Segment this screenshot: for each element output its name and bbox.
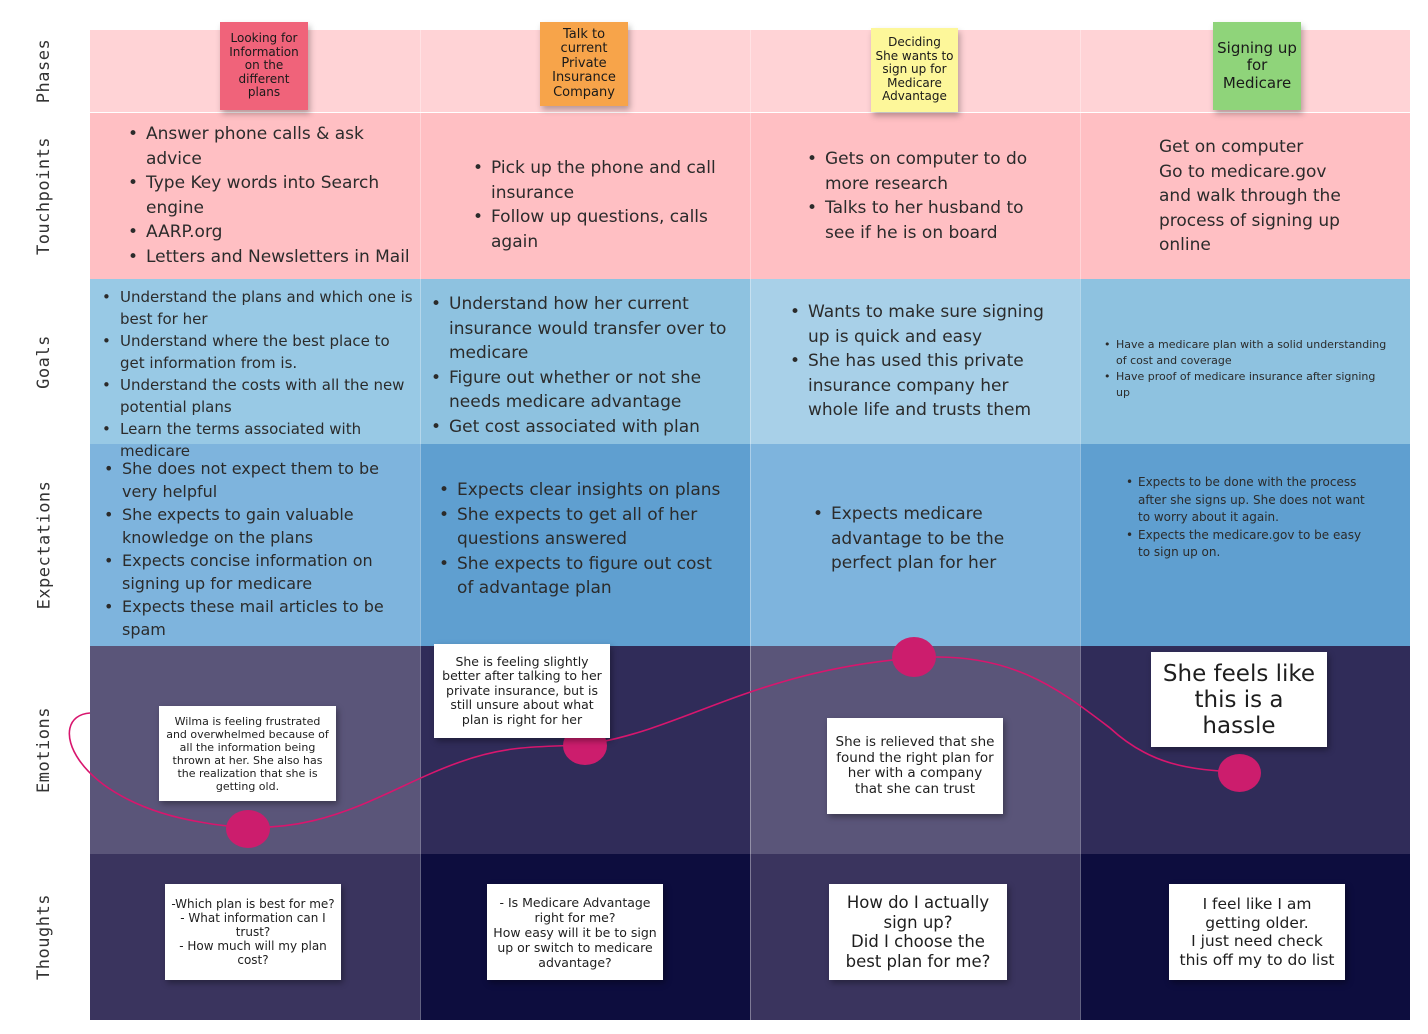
touchpoints-list-3: Gets on computer to do more research Tal… bbox=[803, 147, 1043, 245]
touchpoints-list-1: Answer phone calls & ask advice Type Key… bbox=[124, 122, 414, 269]
list-item: Get cost associated with plan bbox=[427, 415, 745, 440]
list-item: She expects to gain valuable knowledge o… bbox=[100, 503, 412, 549]
column-divider bbox=[420, 30, 421, 1020]
phase-label: Deciding She wants to sign up for Medica… bbox=[875, 35, 954, 104]
phase-label: Signing up for Medicare bbox=[1217, 38, 1297, 92]
phase-label: Talk to current Private Insurance Compan… bbox=[552, 26, 616, 100]
note-text: I feel like I am getting older. I just n… bbox=[1179, 895, 1335, 969]
thought-note-1[interactable]: -Which plan is best for me? - What infor… bbox=[165, 884, 341, 980]
expect-list-2: Expects clear insights on plans She expe… bbox=[435, 478, 725, 601]
list-item: Understand where the best place to get i… bbox=[98, 330, 418, 374]
list-item: Follow up questions, calls again bbox=[469, 205, 739, 254]
thought-note-3[interactable]: How do I actually sign up? Did I choose … bbox=[829, 884, 1007, 980]
list-item: Figure out whether or not she needs medi… bbox=[427, 366, 745, 415]
list-item: Have a medicare plan with a solid unders… bbox=[1102, 337, 1392, 369]
goals-list-1: Understand the plans and which one is be… bbox=[98, 286, 418, 462]
list-item: She does not expect them to be very help… bbox=[100, 457, 412, 503]
list-item: Expects the medicare.gov to be easy to s… bbox=[1124, 527, 1374, 562]
list-item: Pick up the phone and call insurance bbox=[469, 156, 739, 205]
row-label-emotions: Emotions bbox=[33, 707, 54, 793]
touchpoints-text-4: Get on computer Go to medicare.gov and w… bbox=[1159, 137, 1341, 255]
phase-sticky-4[interactable]: Signing up for Medicare bbox=[1213, 22, 1301, 110]
list-item: Understand how her current insurance wou… bbox=[427, 292, 745, 366]
row-label-goals: Goals bbox=[34, 334, 54, 389]
emotion-note-4[interactable]: She feels like this is a hassle bbox=[1151, 652, 1327, 747]
expect-list-1: She does not expect them to be very help… bbox=[100, 457, 412, 641]
row-label-expectations: Expectations bbox=[34, 480, 55, 610]
emotion-note-3[interactable]: She is relieved that she found the right… bbox=[827, 718, 1003, 814]
row-label-phases: Phases bbox=[33, 38, 54, 104]
list-item: Type Key words into Search engine bbox=[124, 171, 414, 220]
list-item: She expects to get all of her questions … bbox=[435, 503, 725, 552]
list-item: AARP.org bbox=[124, 220, 414, 245]
row-label-touchpoints: Touchpoints bbox=[34, 136, 54, 255]
list-item: Have proof of medicare insurance after s… bbox=[1102, 369, 1392, 401]
phase-sticky-1[interactable]: Looking for Information on the different… bbox=[220, 22, 308, 110]
goals-list-3: Wants to make sure signing up is quick a… bbox=[786, 300, 1064, 423]
list-item: Wants to make sure signing up is quick a… bbox=[786, 300, 1064, 349]
list-item: Expects to be done with the process afte… bbox=[1124, 474, 1374, 527]
note-text: -Which plan is best for me? - What infor… bbox=[171, 897, 335, 967]
list-item: Gets on computer to do more research bbox=[803, 147, 1043, 196]
goals-list-2: Understand how her current insurance wou… bbox=[427, 292, 745, 439]
list-item: Talks to her husband to see if he is on … bbox=[803, 196, 1043, 245]
thought-note-2[interactable]: - Is Medicare Advantage right for me? Ho… bbox=[487, 884, 663, 980]
thought-note-4[interactable]: I feel like I am getting older. I just n… bbox=[1169, 884, 1345, 980]
list-item: Answer phone calls & ask advice bbox=[124, 122, 414, 171]
emotion-note-2[interactable]: She is feeling slightly better after tal… bbox=[434, 644, 610, 738]
note-text: She is feeling slightly better after tal… bbox=[442, 653, 602, 727]
list-item: Expects clear insights on plans bbox=[435, 478, 725, 503]
list-item: Expects these mail articles to be spam bbox=[100, 595, 412, 641]
touchpoints-list-2: Pick up the phone and call insurance Fol… bbox=[469, 156, 739, 254]
expect-list-4: Expects to be done with the process afte… bbox=[1124, 474, 1374, 562]
emotion-note-1[interactable]: Wilma is feeling frustrated and overwhel… bbox=[159, 706, 336, 801]
list-item: Understand the costs with all the new po… bbox=[98, 374, 418, 418]
note-text: Wilma is feeling frustrated and overwhel… bbox=[166, 714, 329, 793]
note-text: She is relieved that she found the right… bbox=[835, 734, 995, 797]
phase-label: Looking for Information on the different… bbox=[229, 31, 299, 100]
emotion-point[interactable] bbox=[1218, 754, 1261, 792]
phase-sticky-3[interactable]: Deciding She wants to sign up for Medica… bbox=[871, 28, 958, 112]
list-item: Expects medicare advantage to be the per… bbox=[809, 502, 1009, 576]
emotion-point[interactable] bbox=[892, 637, 936, 677]
goals-list-4: Have a medicare plan with a solid unders… bbox=[1102, 337, 1392, 401]
list-item: Expects concise information on signing u… bbox=[100, 549, 412, 595]
list-item: She has used this private insurance comp… bbox=[786, 349, 1064, 423]
phase-sticky-2[interactable]: Talk to current Private Insurance Compan… bbox=[540, 22, 628, 106]
column-divider bbox=[1080, 30, 1081, 1020]
list-item: Understand the plans and which one is be… bbox=[98, 286, 418, 330]
phases-row bbox=[90, 30, 1410, 112]
list-item: Letters and Newsletters in Mail bbox=[124, 245, 414, 270]
note-text: How do I actually sign up? Did I choose … bbox=[845, 893, 991, 971]
row-label-thoughts: Thoughts bbox=[33, 894, 54, 980]
list-item: She expects to figure out cost of advant… bbox=[435, 552, 725, 601]
expect-list-3: Expects medicare advantage to be the per… bbox=[809, 502, 1009, 576]
note-text: - Is Medicare Advantage right for me? Ho… bbox=[493, 894, 657, 970]
list-item: Learn the terms associated with medicare bbox=[98, 418, 418, 462]
note-text: She feels like this is a hassle bbox=[1162, 660, 1316, 739]
column-divider bbox=[750, 30, 751, 1020]
emotion-point[interactable] bbox=[226, 810, 270, 848]
